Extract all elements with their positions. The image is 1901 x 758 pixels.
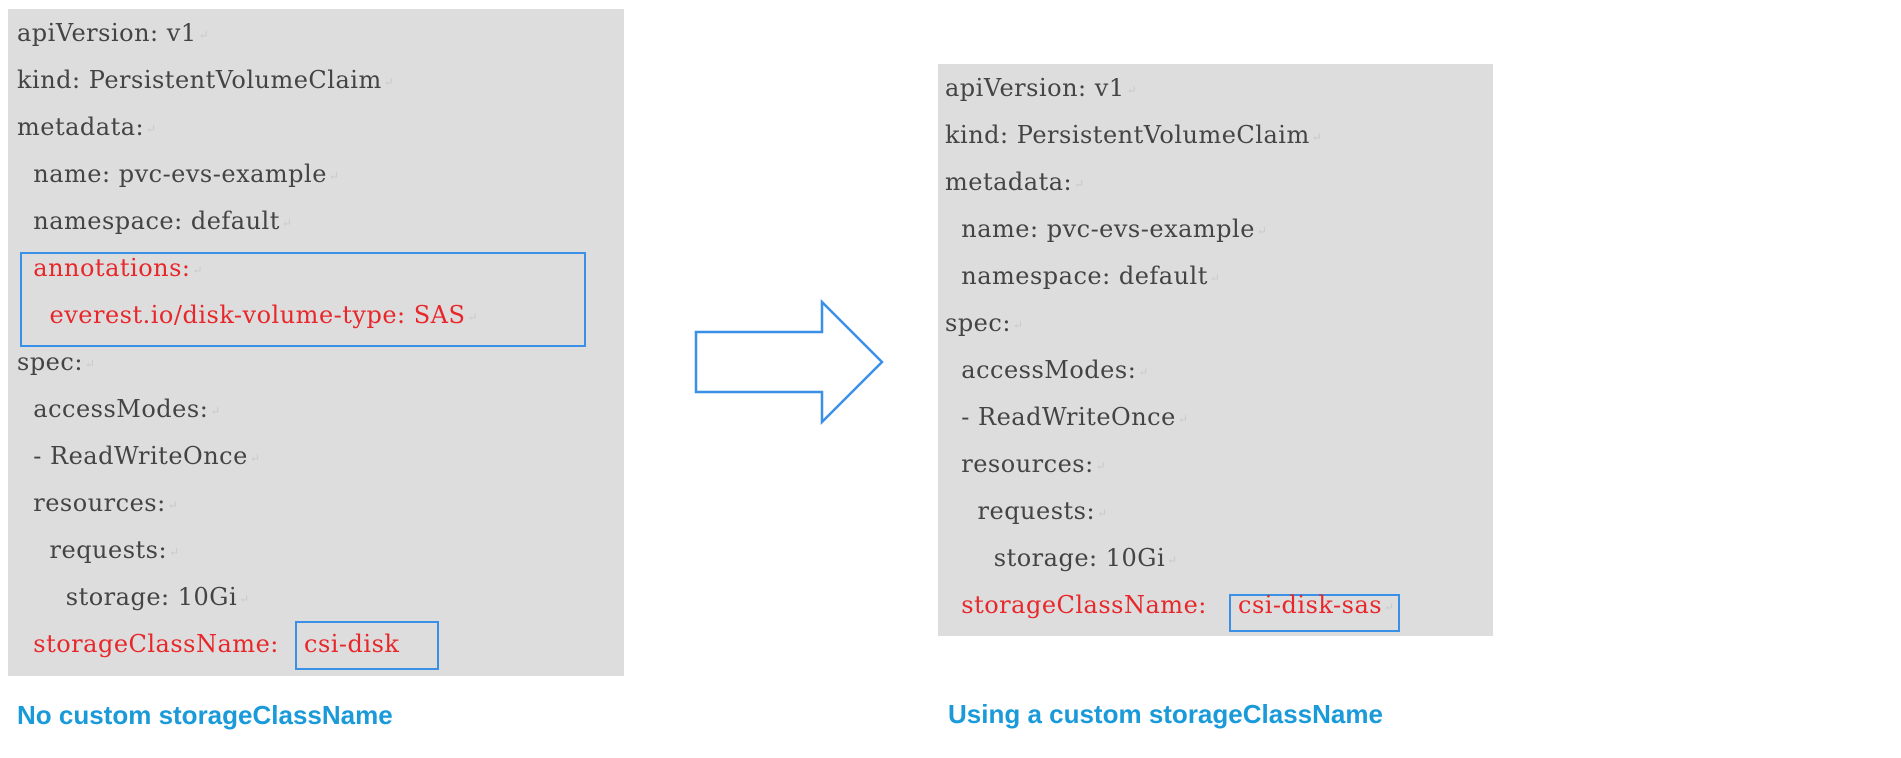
storage-class-value: csi-disk-sas↵ xyxy=(1238,591,1395,619)
code-line-storage-class-name: storageClassName: xyxy=(17,630,279,658)
code-line: kind: PersistentVolumeClaim↵ xyxy=(17,66,395,94)
right-code-panel: apiVersion: v1↵ kind: PersistentVolumeCl… xyxy=(938,64,1493,636)
code-line: accessModes:↵ xyxy=(945,356,1149,384)
code-line-annotations: annotations:↵ xyxy=(17,254,204,282)
code-line: metadata:↵ xyxy=(17,113,157,141)
code-line-storage-class-name: storageClassName: xyxy=(945,591,1207,619)
right-caption: Using a custom storageClassName xyxy=(948,699,1383,729)
code-line: requests:↵ xyxy=(17,536,180,564)
code-line: apiVersion: v1↵ xyxy=(945,74,1138,102)
annotations-highlight-box xyxy=(20,252,586,347)
code-line: resources:↵ xyxy=(945,450,1107,478)
code-line: requests:↵ xyxy=(945,497,1108,525)
code-line: apiVersion: v1↵ xyxy=(17,19,210,47)
code-line: kind: PersistentVolumeClaim↵ xyxy=(945,121,1323,149)
code-line: accessModes:↵ xyxy=(17,395,221,423)
code-line: - ReadWriteOnce↵ xyxy=(945,403,1189,431)
code-line: spec:↵ xyxy=(945,309,1024,337)
storage-class-value: csi-disk xyxy=(304,630,400,658)
storage-class-value-highlight-box xyxy=(295,621,439,670)
code-line: storage: 10Gi↵ xyxy=(17,583,250,611)
code-line: - ReadWriteOnce↵ xyxy=(17,442,261,470)
left-code-panel: apiVersion: v1↵ kind: PersistentVolumeCl… xyxy=(8,9,624,676)
code-line: spec:↵ xyxy=(17,348,96,376)
code-line: resources:↵ xyxy=(17,489,179,517)
code-line: namespace: default↵ xyxy=(17,207,293,235)
right-arrow-outline-icon xyxy=(694,298,884,426)
storage-class-value-highlight-box xyxy=(1229,594,1400,632)
code-line: metadata:↵ xyxy=(945,168,1085,196)
code-line: name: pvc-evs-example↵ xyxy=(17,160,340,188)
code-line: namespace: default↵ xyxy=(945,262,1221,290)
code-line: storage: 10Gi↵ xyxy=(945,544,1178,572)
left-caption: No custom storageClassName xyxy=(17,700,393,730)
code-line-disk-volume-type: everest.io/disk-volume-type: SAS↵ xyxy=(17,301,479,329)
code-line: name: pvc-evs-example↵ xyxy=(945,215,1268,243)
